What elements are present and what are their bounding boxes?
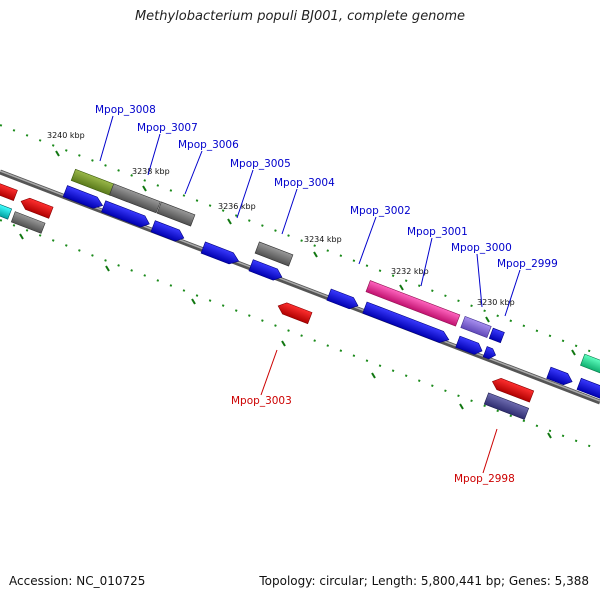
gene-mpop-3007[interactable]: [109, 183, 161, 214]
gene-arrow[interactable]: [248, 259, 284, 283]
tick-label: 3234 kbp: [304, 235, 342, 244]
gene-mpop-3003[interactable]: [276, 300, 313, 325]
gene-label[interactable]: Mpop_2998: [454, 473, 515, 485]
gene-label[interactable]: Mpop_3005: [230, 158, 291, 170]
gene-label[interactable]: Mpop_3007: [137, 122, 198, 134]
gene-arrow-reverse[interactable]: [19, 196, 54, 219]
gene-label[interactable]: Mpop_2999: [497, 258, 558, 270]
tick-label: 3238 kbp: [132, 167, 170, 176]
gene-left-cyan[interactable]: [0, 201, 13, 220]
major-ticks: [19, 150, 576, 439]
tick-labels: 3240 kbp 3238 kbp 3236 kbp 3234 kbp 3232…: [47, 131, 515, 307]
gene-label[interactable]: Mpop_3006: [178, 139, 239, 151]
gene-track-reverse: [10, 196, 535, 420]
gene-label[interactable]: Mpop_3002: [350, 205, 411, 217]
gene-mpop-3006[interactable]: [156, 201, 196, 227]
gene-mpop-3004[interactable]: [254, 241, 294, 267]
label-leaders-reverse: [260, 349, 498, 474]
gene-arrow[interactable]: [150, 220, 186, 244]
gene-arrow[interactable]: [482, 346, 497, 361]
gene-arrow[interactable]: [455, 335, 485, 357]
gene-arrow[interactable]: [576, 377, 600, 401]
gene-track-outer: [0, 168, 600, 377]
gene-mpop-3002[interactable]: [365, 280, 461, 327]
inner-scale-dots: [0, 219, 600, 451]
gene-arrow[interactable]: [200, 241, 241, 267]
accession-text: Accession: NC_010725: [9, 574, 146, 588]
map-title: Methylobacterium populi BJ001, complete …: [134, 9, 466, 24]
gene-arrow[interactable]: [362, 301, 451, 345]
label-leaders: [99, 115, 521, 317]
gene-arrow[interactable]: [326, 288, 360, 311]
gene-mpop-2998[interactable]: [483, 392, 530, 420]
genome-backbone: [0, 169, 600, 405]
topology-text: Topology: circular; Length: 5,800,441 bp…: [259, 574, 589, 588]
genome-backbone-highlight: [0, 170, 600, 402]
gene-label[interactable]: Mpop_3004: [274, 177, 335, 189]
gene-arrow[interactable]: [62, 185, 105, 212]
gene-label[interactable]: Mpop_3001: [407, 226, 468, 238]
tick-label: 3232 kbp: [391, 267, 429, 276]
gene-left-gray[interactable]: [10, 211, 46, 234]
tick-label: 3236 kbp: [218, 202, 256, 211]
gene-arrow-reverse[interactable]: [490, 376, 535, 403]
gene-arrow[interactable]: [546, 366, 575, 387]
gene-label[interactable]: Mpop_3003: [231, 395, 292, 407]
gene-label[interactable]: Mpop_3000: [451, 242, 512, 254]
gene-track-forward: [0, 185, 600, 401]
tick-label: 3240 kbp: [47, 131, 85, 140]
gene-label[interactable]: Mpop_3008: [95, 104, 156, 116]
gene-mpop-3001[interactable]: [460, 315, 492, 339]
gene-labels: Mpop_3008 Mpop_3007 Mpop_3006 Mpop_3005 …: [95, 104, 558, 485]
gene-mint[interactable]: [580, 353, 600, 377]
gene-mpop-3000[interactable]: [488, 327, 505, 344]
gene-arrow[interactable]: [101, 200, 151, 230]
gene-left-red[interactable]: [0, 180, 18, 201]
tick-label: 3230 kbp: [477, 298, 515, 307]
